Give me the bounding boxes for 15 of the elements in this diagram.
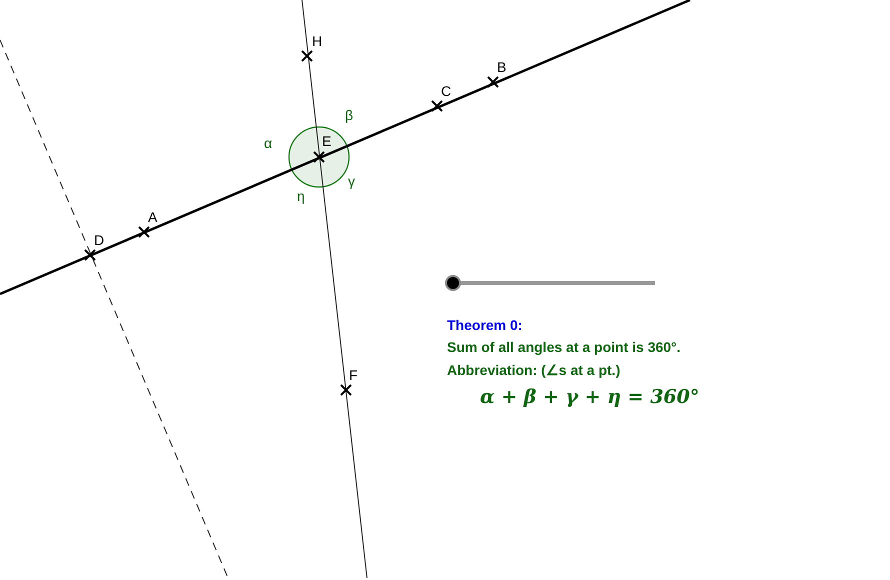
point-label: F (349, 368, 358, 382)
angle-label: γ (348, 174, 355, 188)
theorem-heading: Theorem 0: (447, 318, 522, 332)
point-label: D (94, 233, 104, 247)
abbreviation-text: Abbreviation: (∠s at a pt.) (447, 363, 620, 377)
point-label: B (497, 60, 506, 74)
angle-label: β (345, 108, 354, 122)
theorem-text: Sum of all angles at a point is 360°. (447, 340, 681, 354)
point-label: C (441, 84, 452, 98)
point-label: A (148, 210, 158, 224)
angle-label: α (264, 136, 272, 150)
point-label: H (312, 34, 322, 48)
angle-label: η (297, 189, 305, 203)
point-label: E (322, 134, 332, 148)
formula: α + β + γ + η = 360° (480, 388, 700, 407)
